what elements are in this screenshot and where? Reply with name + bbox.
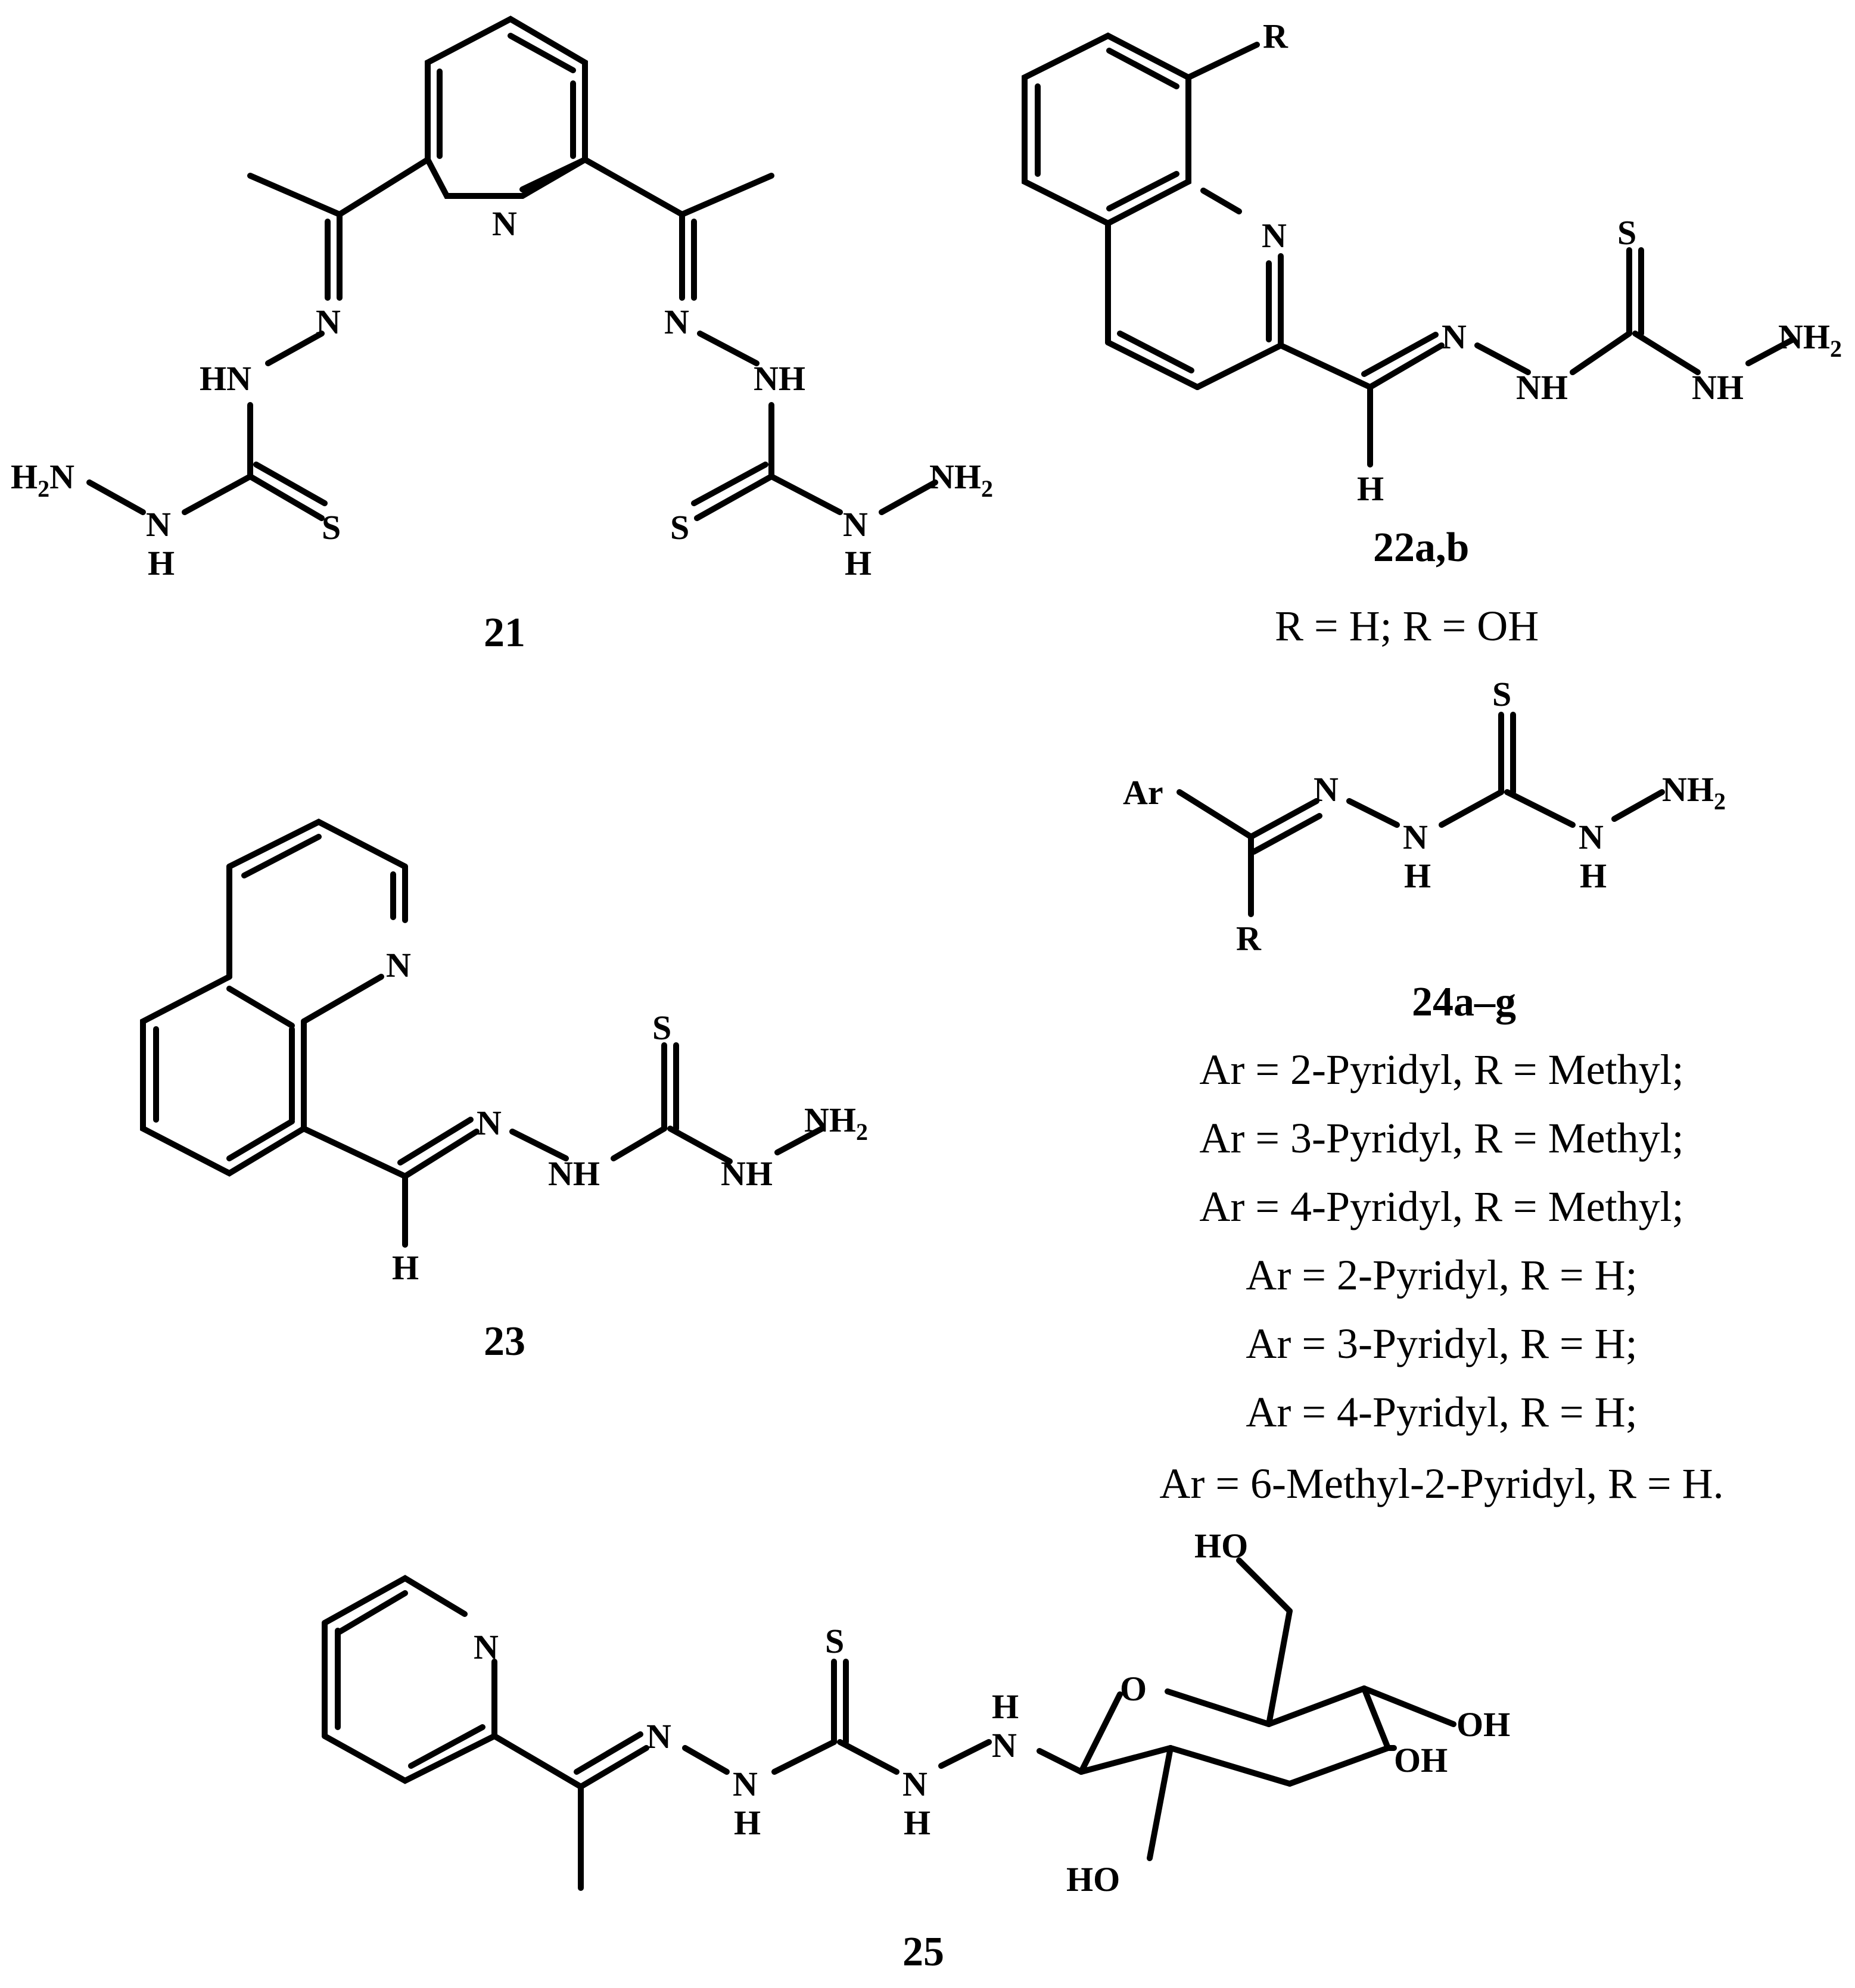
caption-24-line-5: Ar = 3-Pyridyl, R = H; <box>1246 1320 1637 1367</box>
atom-oh-mid-25: OH <box>1394 1741 1448 1780</box>
compound-25-structure: N N N H S N H H N O HO OH OH HO 25 <box>322 1526 1510 1975</box>
atom-s-22: S <box>1617 213 1636 252</box>
caption-24-line-3: Ar = 4-Pyridyl, R = Methyl; <box>1199 1183 1683 1230</box>
atom-h2n-left-21: H2N <box>11 457 74 502</box>
atom-h-22: H <box>1357 469 1384 508</box>
atom-n-imine-22: N <box>1442 317 1467 356</box>
compound-22-structure: R N N H NH S NH NH2 22a,b R = H; R = OH <box>1022 17 1842 650</box>
caption-24-line-2: Ar = 3-Pyridyl, R = Methyl; <box>1199 1114 1683 1162</box>
atom-nh-2-23: NH <box>721 1154 773 1193</box>
atom-n-left-21: N <box>146 505 171 544</box>
atom-n-3-25: N <box>992 1726 1017 1765</box>
atom-n-imine-23: N <box>477 1104 502 1142</box>
atom-ho-top-25: HO <box>1194 1526 1248 1565</box>
atom-nh-2-22: NH <box>1692 368 1744 407</box>
compound-label-22: 22a,b <box>1373 525 1469 571</box>
compound-21-structure: N N HN S N H H2N N NH S N H NH2 21 <box>11 15 993 656</box>
atom-n-imine-right-21: N <box>664 303 689 341</box>
atom-s-23: S <box>652 1008 671 1047</box>
atom-n-1-25: N <box>733 1765 758 1803</box>
atom-h-right-21: H <box>845 544 872 582</box>
atom-n-imine-25: N <box>646 1717 671 1756</box>
atom-s-24: S <box>1492 675 1511 713</box>
atom-n-2-25: N <box>902 1765 928 1803</box>
atom-n-ring-22: N <box>1262 216 1287 255</box>
atom-s-left-21: S <box>322 508 341 547</box>
atom-nh2-23: NH2 <box>804 1101 868 1145</box>
compound-label-24: 24a–g <box>1412 979 1516 1025</box>
caption-22-line-1: R = H; R = OH <box>1275 602 1539 650</box>
atom-h-2-25: H <box>904 1803 930 1842</box>
atom-n-1-24: N <box>1403 818 1428 856</box>
atom-ho-bottom-25: HO <box>1066 1860 1120 1899</box>
atom-r-22: R <box>1263 17 1288 55</box>
atom-h-left-21: H <box>148 544 175 582</box>
atom-h-1-24: H <box>1404 856 1431 895</box>
atom-n-ring-23: N <box>386 946 411 984</box>
caption-24-line-7: Ar = 6-Methyl-2-Pyridyl, R = H. <box>1159 1460 1723 1507</box>
atom-ar-24: Ar <box>1123 773 1163 812</box>
compound-label-21: 21 <box>484 610 525 656</box>
atom-nh2-24: NH2 <box>1662 770 1726 815</box>
caption-24-line-1: Ar = 2-Pyridyl, R = Methyl; <box>1199 1046 1683 1093</box>
atom-h-23: H <box>392 1248 419 1287</box>
compound-label-25: 25 <box>902 1929 944 1975</box>
atom-s-right-21: S <box>670 508 689 547</box>
atom-n-imine-left-21: N <box>316 303 341 341</box>
atom-nh2-22: NH2 <box>1778 317 1842 362</box>
atom-oh-right-25: OH <box>1456 1705 1510 1744</box>
compound-23-structure: N N H NH S NH NH2 23 <box>140 818 868 1364</box>
caption-24-line-6: Ar = 4-Pyridyl, R = H; <box>1246 1388 1637 1436</box>
atom-nh-right-21: NH <box>754 359 805 398</box>
atom-o-ring-25: O <box>1120 1669 1147 1708</box>
atom-h-2-24: H <box>1580 856 1607 895</box>
atom-n-2-24: N <box>1579 818 1604 856</box>
atom-r-24: R <box>1236 919 1262 958</box>
atom-n-right-21: N <box>843 505 868 544</box>
compound-label-23: 23 <box>484 1319 525 1364</box>
atom-n-ring-25: N <box>474 1628 499 1666</box>
atom-hn-left-21: HN <box>200 359 251 398</box>
atom-h-1-25: H <box>734 1803 761 1842</box>
atom-n-imine-24: N <box>1314 770 1339 809</box>
atom-n-pyridine-21: N <box>492 204 517 243</box>
caption-24-line-4: Ar = 2-Pyridyl, R = H; <box>1246 1251 1637 1299</box>
compound-24-structure: Ar N N H S N H NH2 R 24a–g Ar = 2-Pyridy… <box>1123 675 1726 1507</box>
atom-nh-1-22: NH <box>1516 368 1568 407</box>
atom-h-3-25: H <box>992 1687 1019 1726</box>
atom-nh-1-23: NH <box>548 1154 600 1193</box>
atom-nh2-right-21: NH2 <box>929 457 993 502</box>
atom-s-25: S <box>825 1622 844 1660</box>
